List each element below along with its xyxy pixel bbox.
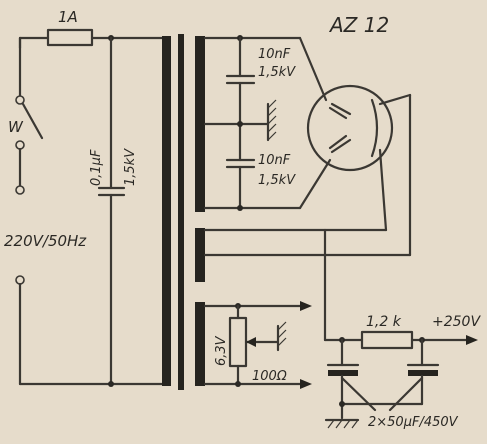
hv-secondary (203, 35, 332, 211)
mains-terminal-top (15, 185, 25, 195)
tube-anode-2 (330, 138, 352, 154)
switch-contact-bottom (15, 140, 25, 150)
fuse-label: 1A (58, 8, 78, 26)
tube-cathode (370, 98, 379, 158)
potentiometer (228, 316, 248, 368)
output-voltage-label: +250V (432, 314, 481, 330)
filter-resistor (360, 330, 414, 350)
hv-cap-top-voltage: 1,5kV (258, 65, 296, 80)
transformer-core (178, 34, 184, 390)
switch-lever (21, 102, 44, 140)
hv-cap-top-value: 10nF (258, 47, 291, 62)
filter-section (323, 228, 478, 429)
primary-winding (162, 36, 171, 386)
mains-cap-value: 0,1µF (89, 149, 104, 186)
heater-circuit (203, 301, 312, 389)
mains-input (15, 28, 164, 386)
tube-label: AZ 12 (328, 13, 389, 37)
hv-cap-bottom-voltage: 1,5kV (258, 173, 296, 188)
heater-voltage-label: 6,3V (214, 335, 229, 366)
hv-secondary-winding (195, 36, 205, 212)
hv-cap-bottom-value: 10nF (258, 153, 291, 168)
transformer (162, 34, 205, 390)
rectifier-heater-winding (195, 228, 205, 282)
mains-label: 220V/50Hz (4, 232, 87, 250)
rectifier-tube (203, 84, 412, 257)
tube-anode-1 (330, 102, 352, 116)
switch-label: W (8, 118, 24, 136)
mains-capacitor (97, 35, 126, 387)
pot-value-label: 100Ω (252, 369, 287, 384)
tube-envelope (306, 84, 394, 172)
resistor-label: 1,2 k (366, 314, 402, 330)
switch-contact-top (15, 95, 25, 105)
filter-caps-label: 2×50µF/450V (368, 415, 459, 430)
mains-terminal-bottom (15, 275, 25, 285)
heater-winding (195, 302, 205, 386)
fuse-symbol (46, 28, 94, 47)
mains-cap-voltage: 1,5kV (123, 148, 138, 186)
